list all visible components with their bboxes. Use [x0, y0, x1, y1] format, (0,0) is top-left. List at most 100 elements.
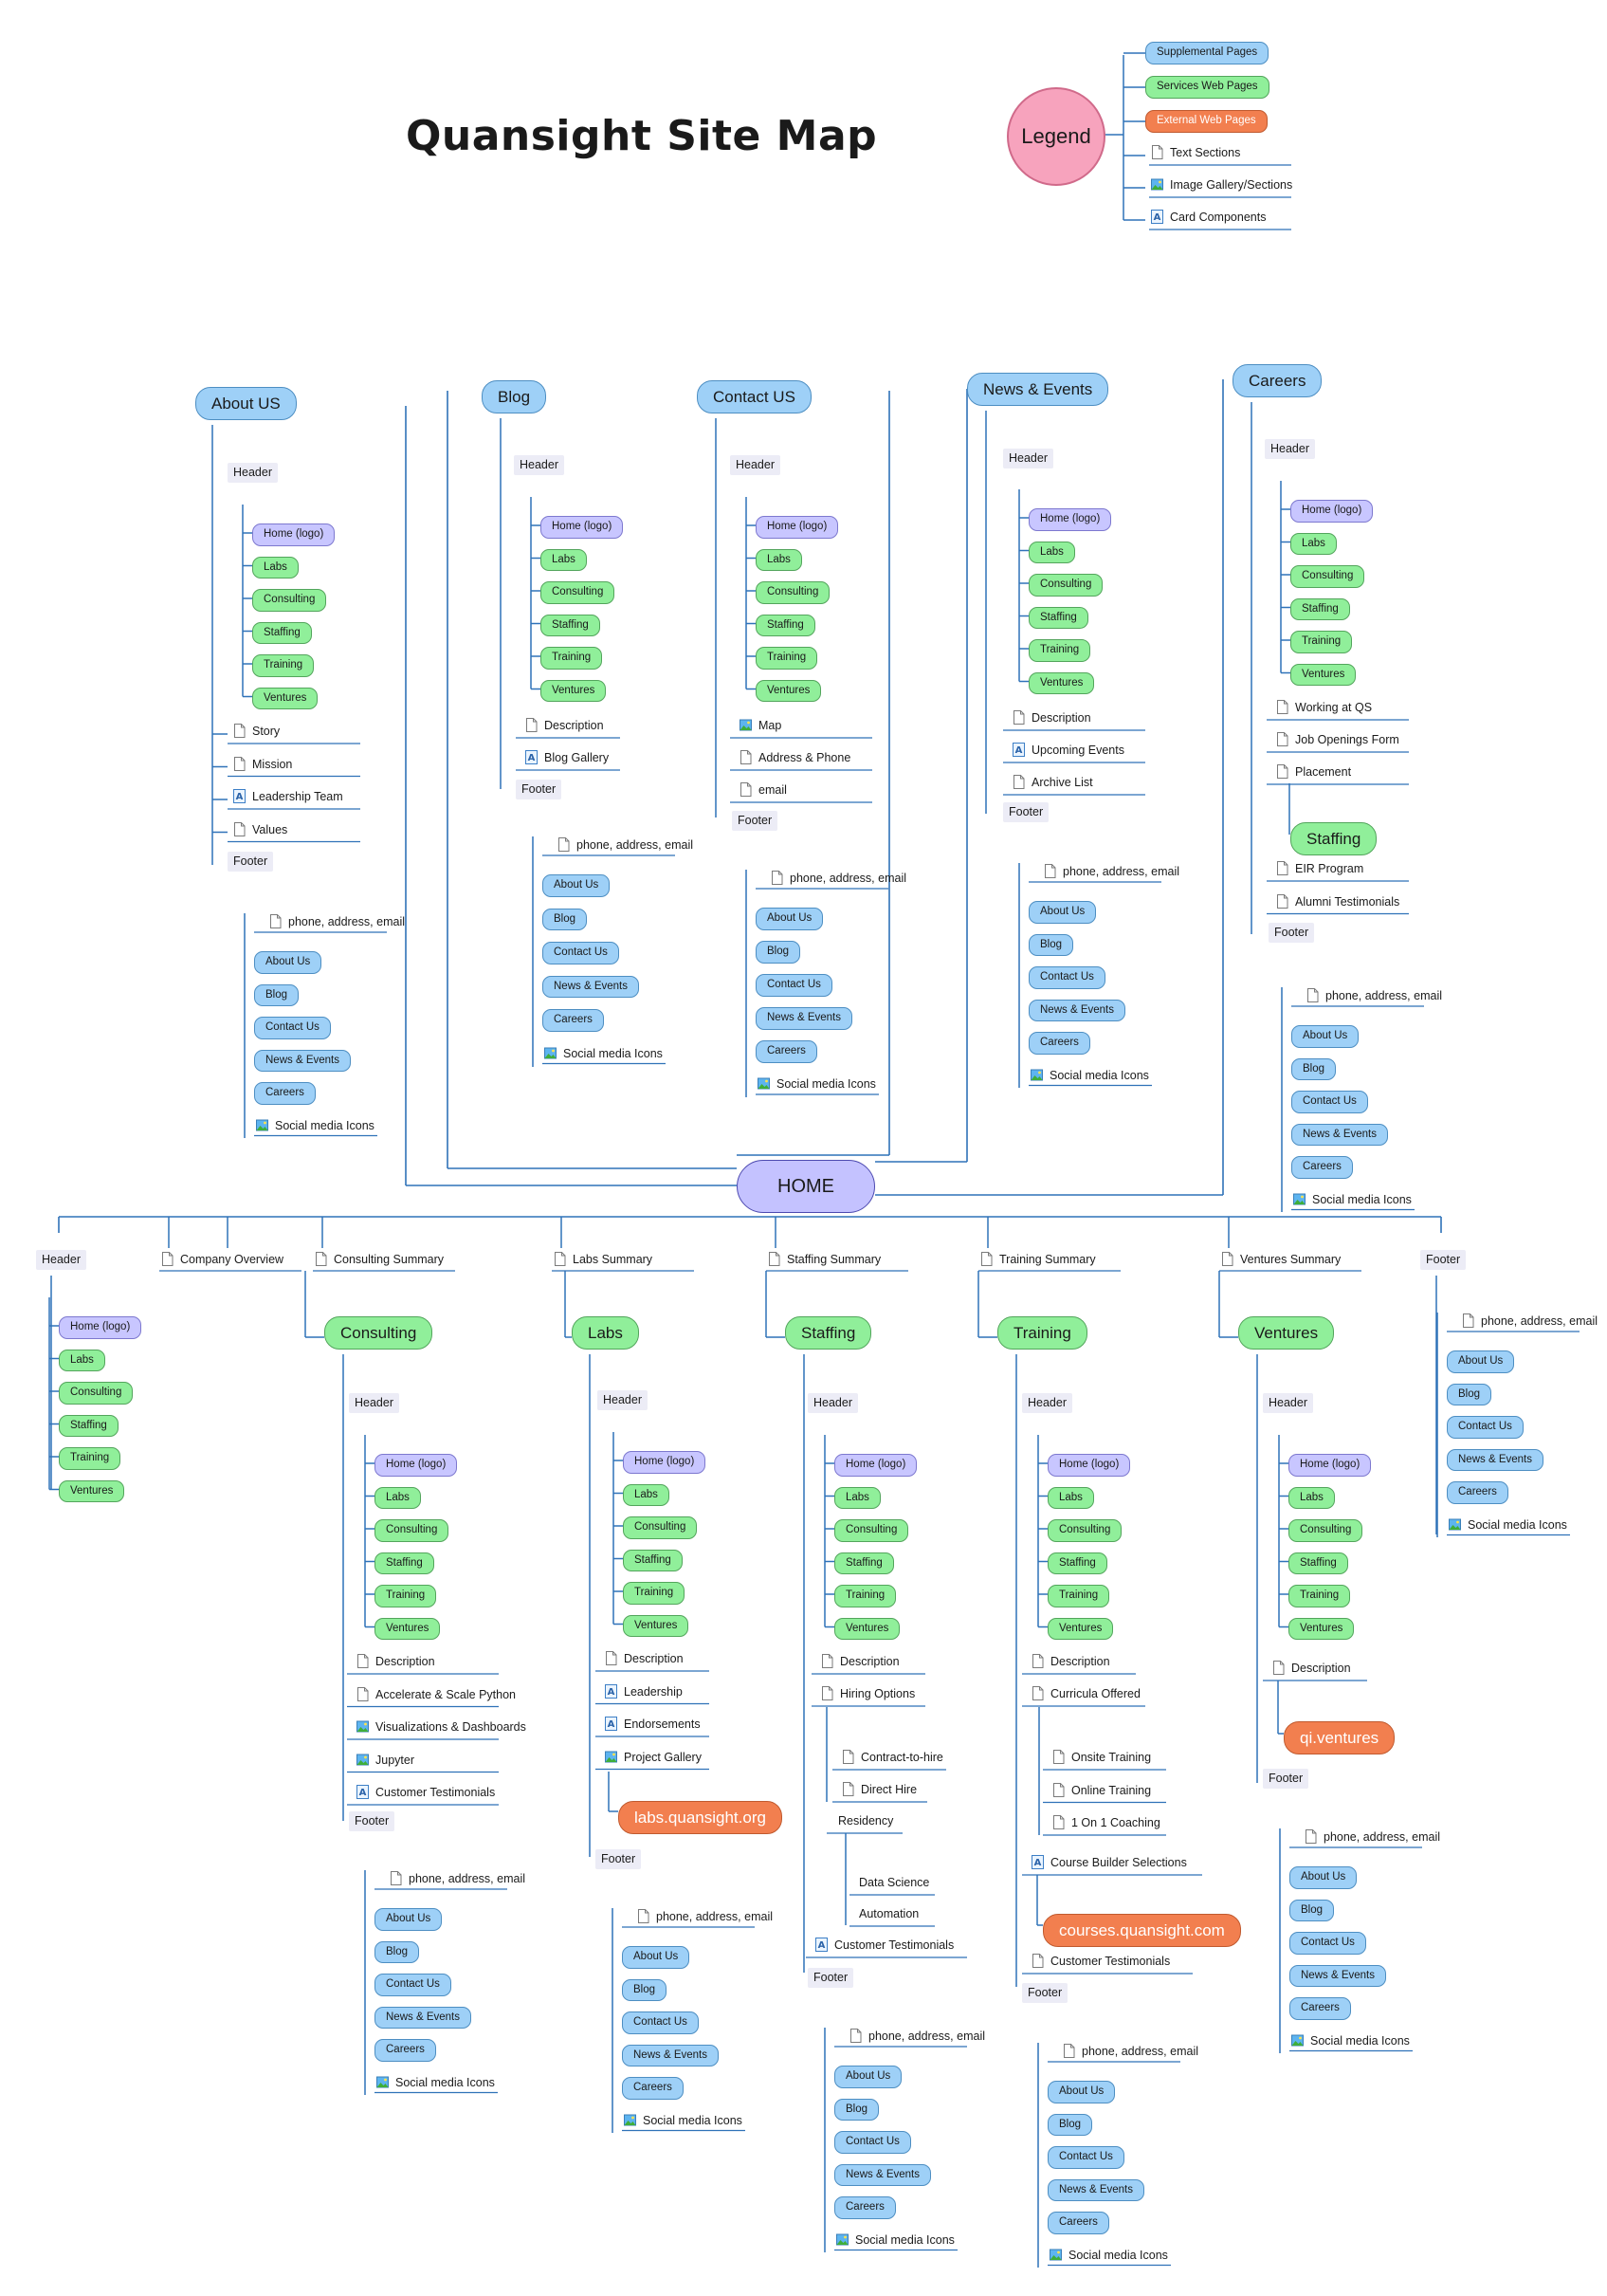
footer-news-events[interactable]: News & Events — [834, 2163, 931, 2186]
nav-home-logo[interactable]: Home (logo) — [1029, 508, 1112, 531]
footer-about-us[interactable]: About Us — [1029, 901, 1097, 924]
nav-consulting[interactable]: Consulting — [756, 581, 831, 604]
footer-about-us[interactable]: About Us — [1289, 1866, 1358, 1889]
nav-training[interactable]: Training — [756, 647, 818, 670]
footer-contact-us[interactable]: Contact Us — [254, 1017, 331, 1039]
footer-careers[interactable]: Careers — [374, 2039, 436, 2062]
footer-news-events[interactable]: News & Events — [1289, 1964, 1386, 1987]
nav-ventures[interactable]: Ventures — [1029, 671, 1095, 694]
nav-labs[interactable]: Labs — [252, 556, 299, 579]
page-blog[interactable]: Blog — [482, 380, 547, 413]
nav-training[interactable]: Training — [374, 1585, 437, 1607]
nav-training[interactable]: Training — [1048, 1585, 1110, 1607]
nav-ventures[interactable]: Ventures — [1290, 663, 1357, 686]
ventures-external-link[interactable]: qi.ventures — [1284, 1721, 1396, 1754]
footer-contact-us[interactable]: Contact Us — [1447, 1416, 1524, 1439]
nav-staffing[interactable]: Staffing — [834, 1552, 894, 1574]
page-contact-us[interactable]: Contact US — [697, 380, 812, 413]
nav-training[interactable]: Training — [623, 1582, 685, 1605]
footer-news-events[interactable]: News & Events — [1048, 2178, 1144, 2201]
nav-staffing[interactable]: Staffing — [1290, 597, 1350, 620]
nav-labs[interactable]: Labs — [1290, 532, 1337, 555]
nav-consulting[interactable]: Consulting — [59, 1382, 134, 1405]
nav-labs[interactable]: Labs — [374, 1486, 421, 1509]
nav-labs[interactable]: Labs — [756, 548, 802, 571]
footer-about-us[interactable]: About Us — [254, 951, 322, 974]
nav-consulting[interactable]: Consulting — [834, 1519, 909, 1542]
nav-home-logo[interactable]: Home (logo) — [374, 1454, 458, 1477]
footer-contact-us[interactable]: Contact Us — [622, 2011, 699, 2034]
footer-blog[interactable]: Blog — [1447, 1383, 1492, 1405]
nav-labs[interactable]: Labs — [540, 548, 587, 571]
footer-blog[interactable]: Blog — [622, 1978, 667, 2001]
footer-contact-us[interactable]: Contact Us — [542, 942, 619, 964]
nav-staffing[interactable]: Staffing — [59, 1414, 119, 1437]
footer-careers[interactable]: Careers — [542, 1009, 604, 1032]
footer-contact-us[interactable]: Contact Us — [756, 974, 832, 997]
nav-consulting[interactable]: Consulting — [1288, 1519, 1363, 1542]
footer-blog[interactable]: Blog — [834, 2098, 880, 2121]
nav-staffing[interactable]: Staffing — [756, 614, 815, 636]
footer-about-us[interactable]: About Us — [834, 2066, 903, 2088]
nav-staffing[interactable]: Staffing — [252, 621, 312, 644]
footer-contact-us[interactable]: Contact Us — [1048, 2146, 1124, 2169]
footer-careers[interactable]: Careers — [622, 2077, 684, 2100]
footer-careers[interactable]: Careers — [834, 2196, 896, 2219]
nav-staffing[interactable]: Staffing — [1048, 1552, 1107, 1574]
nav-ventures[interactable]: Ventures — [1048, 1617, 1114, 1640]
service-consulting[interactable]: Consulting — [324, 1316, 433, 1350]
footer-about-us[interactable]: About Us — [1048, 2081, 1116, 2103]
footer-contact-us[interactable]: Contact Us — [1291, 1091, 1368, 1113]
nav-training[interactable]: Training — [1029, 639, 1091, 662]
nav-home-logo[interactable]: Home (logo) — [834, 1454, 918, 1477]
footer-blog[interactable]: Blog — [1029, 933, 1074, 956]
footer-about-us[interactable]: About Us — [1291, 1025, 1360, 1048]
footer-blog[interactable]: Blog — [1048, 2113, 1093, 2136]
page-about-us[interactable]: About US — [195, 387, 297, 420]
footer-contact-us[interactable]: Contact Us — [1029, 966, 1105, 989]
nav-ventures[interactable]: Ventures — [1288, 1617, 1355, 1640]
nav-labs[interactable]: Labs — [1029, 541, 1075, 563]
training-external-link[interactable]: courses.quansight.com — [1043, 1914, 1241, 1947]
nav-consulting[interactable]: Consulting — [1029, 574, 1104, 597]
nav-home-logo[interactable]: Home (logo) — [1048, 1454, 1131, 1477]
nav-ventures[interactable]: Ventures — [374, 1617, 441, 1640]
nav-ventures[interactable]: Ventures — [756, 679, 822, 702]
nav-home-logo[interactable]: Home (logo) — [1290, 500, 1374, 523]
nav-labs[interactable]: Labs — [623, 1483, 669, 1506]
nav-home-logo[interactable]: Home (logo) — [1288, 1454, 1372, 1477]
labs-external-link[interactable]: labs.quansight.org — [618, 1801, 782, 1834]
nav-consulting[interactable]: Consulting — [1290, 565, 1365, 588]
nav-training[interactable]: Training — [59, 1447, 121, 1470]
nav-ventures[interactable]: Ventures — [540, 679, 607, 702]
footer-about-us[interactable]: About Us — [756, 908, 824, 930]
footer-blog[interactable]: Blog — [254, 983, 300, 1006]
footer-news-events[interactable]: News & Events — [756, 1007, 852, 1030]
service-ventures[interactable]: Ventures — [1238, 1316, 1335, 1350]
footer-news-events[interactable]: News & Events — [374, 2006, 471, 2029]
footer-about-us[interactable]: About Us — [622, 1946, 690, 1969]
footer-contact-us[interactable]: Contact Us — [374, 1974, 451, 1996]
footer-news-events[interactable]: News & Events — [254, 1049, 351, 1072]
nav-home-logo[interactable]: Home (logo) — [252, 523, 336, 546]
footer-careers[interactable]: Careers — [254, 1082, 316, 1105]
nav-ventures[interactable]: Ventures — [252, 687, 319, 709]
footer-about-us[interactable]: About Us — [542, 874, 611, 897]
nav-ventures[interactable]: Ventures — [59, 1479, 125, 1502]
nav-home-logo[interactable]: Home (logo) — [623, 1451, 706, 1474]
nav-staffing[interactable]: Staffing — [623, 1549, 683, 1571]
nav-home-logo[interactable]: Home (logo) — [59, 1316, 142, 1339]
footer-blog[interactable]: Blog — [374, 1940, 420, 1963]
footer-blog[interactable]: Blog — [1289, 1899, 1335, 1921]
footer-news-events[interactable]: News & Events — [1291, 1123, 1388, 1146]
nav-labs[interactable]: Labs — [59, 1349, 105, 1371]
nav-staffing[interactable]: Staffing — [374, 1552, 434, 1574]
nav-training[interactable]: Training — [1290, 631, 1353, 653]
footer-about-us[interactable]: About Us — [1447, 1350, 1515, 1373]
service-staffing[interactable]: Staffing — [785, 1316, 872, 1350]
nav-labs[interactable]: Labs — [1288, 1486, 1335, 1509]
nav-consulting[interactable]: Consulting — [623, 1516, 698, 1539]
nav-consulting[interactable]: Consulting — [1048, 1519, 1123, 1542]
careers-staffing[interactable]: Staffing — [1290, 822, 1378, 855]
footer-careers[interactable]: Careers — [1029, 1032, 1090, 1055]
